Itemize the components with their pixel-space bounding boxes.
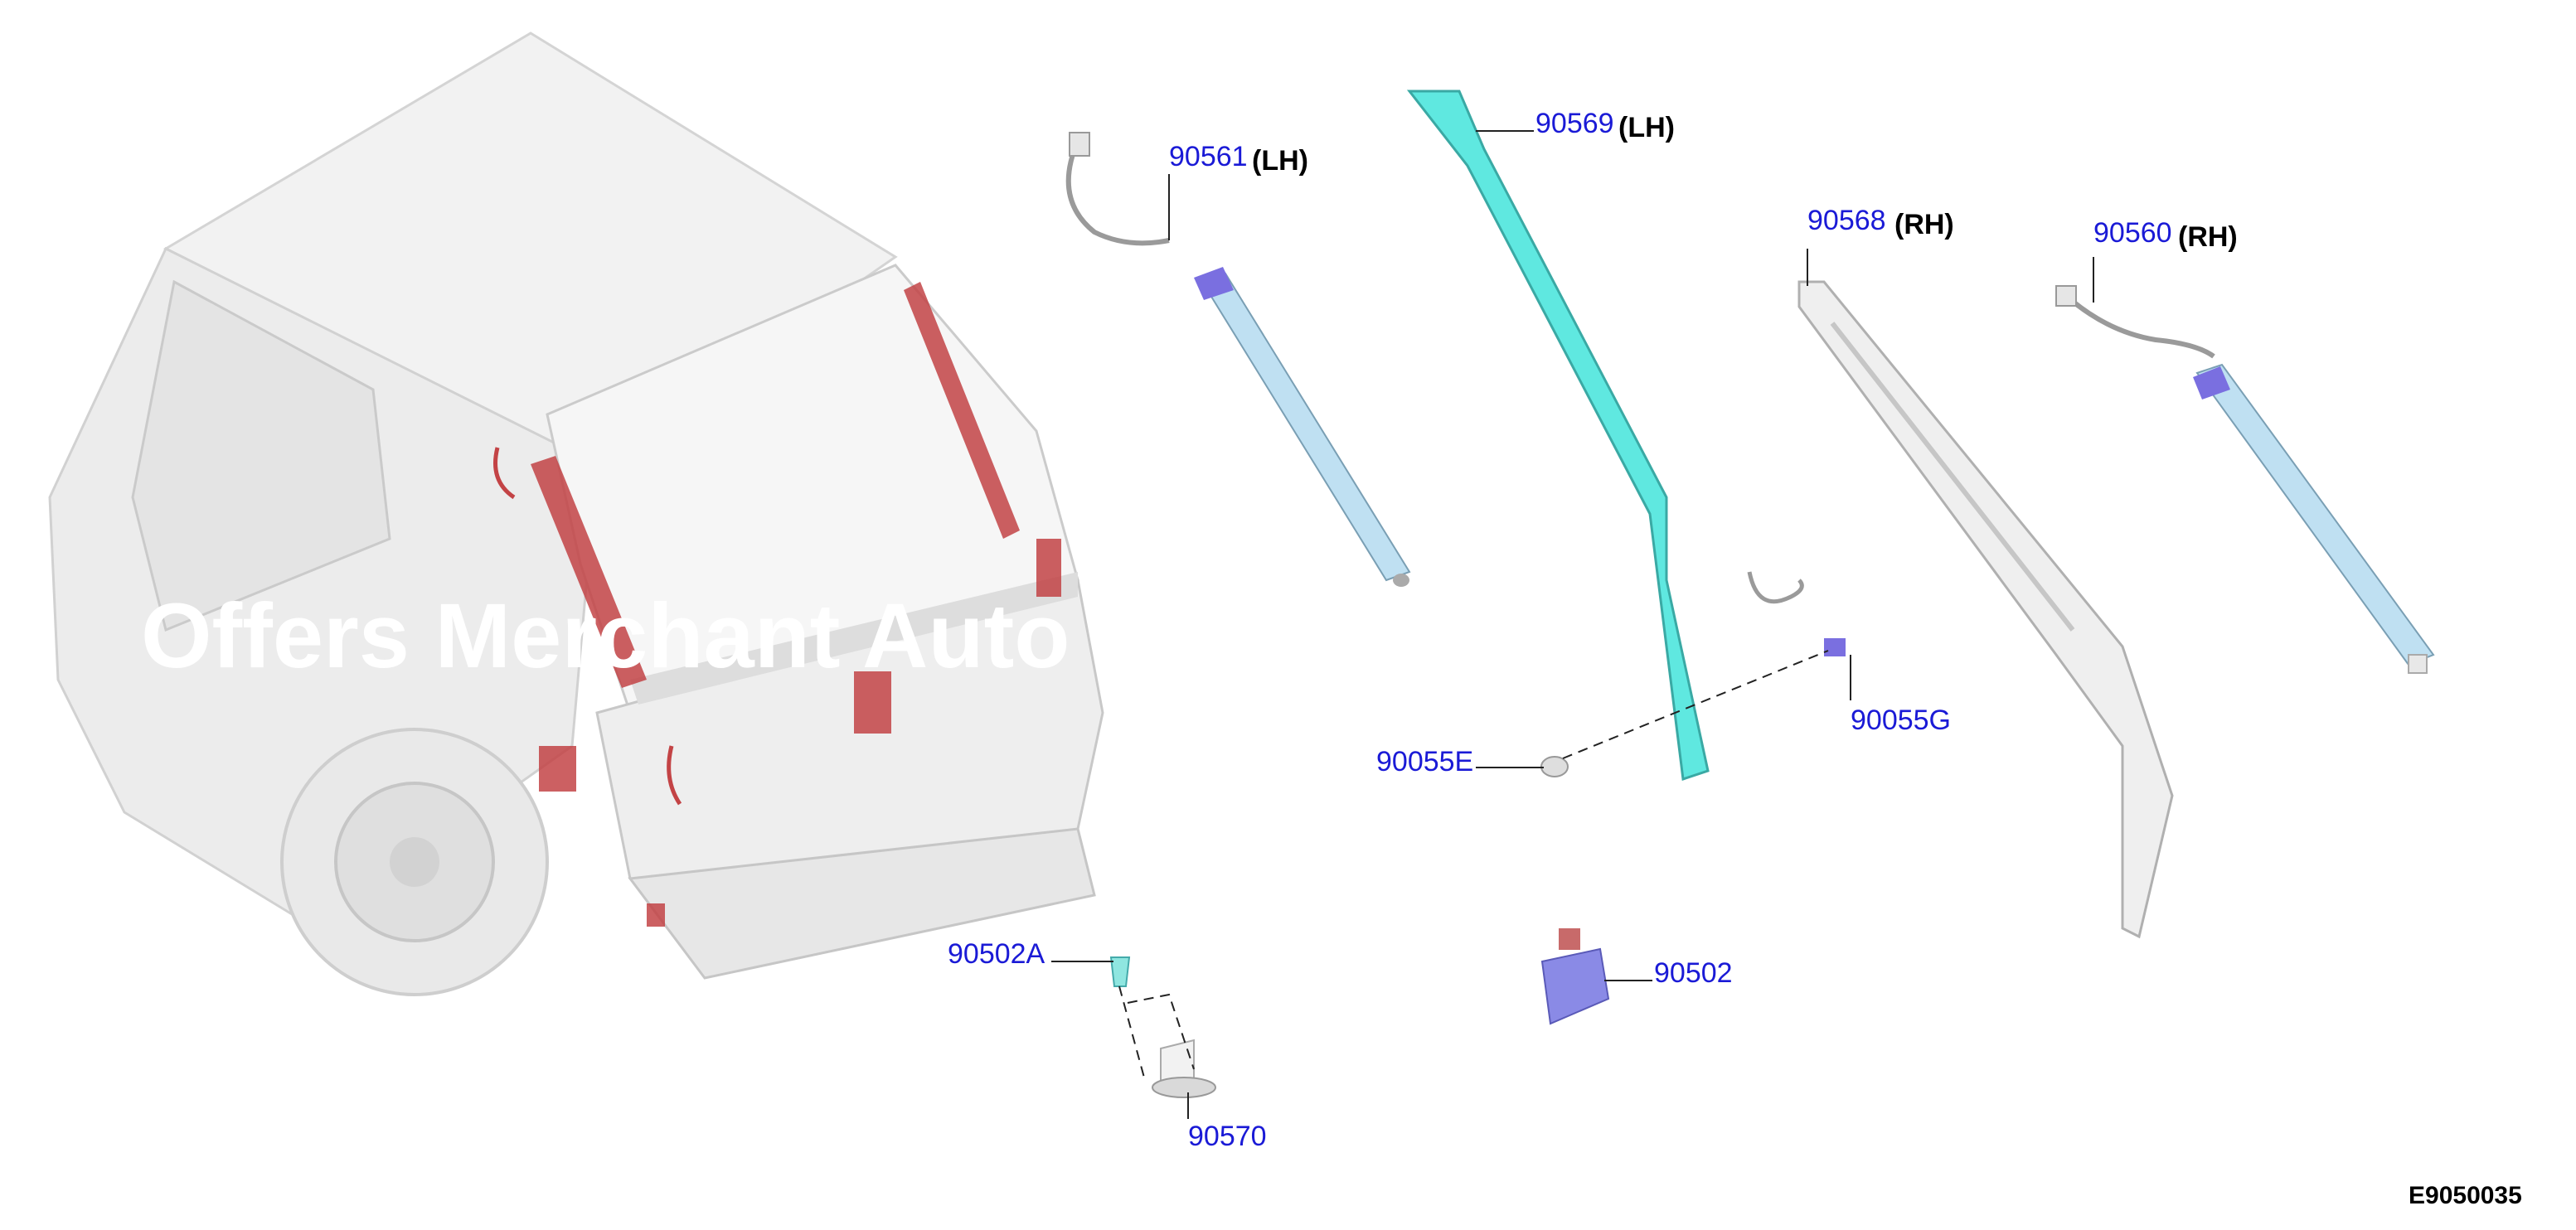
callout-90570: 90570 (1188, 1121, 1267, 1152)
callout-id: 90502A (948, 938, 1045, 970)
strut-lh-part (1065, 132, 1411, 587)
callout-90502A: 90502A (948, 938, 1045, 970)
push-pin-part (1109, 956, 1131, 987)
callout-90502: 90502 (1654, 957, 1733, 989)
screw-part (1540, 756, 1569, 777)
callout-90568: 90568 (RH) (1807, 205, 1954, 240)
bumper-bracket-part (1152, 1039, 1216, 1098)
control-module-part (1540, 928, 1610, 1025)
callout-id: 90561 (1169, 141, 1248, 172)
callout-id: 90570 (1188, 1121, 1267, 1152)
callout-90055E: 90055E (1376, 746, 1473, 777)
callout-side: (LH) (1618, 112, 1675, 143)
callout-id: 90502 (1654, 957, 1733, 989)
callout-90560: 90560 (RH) (2093, 217, 2238, 253)
callout-id: 90569 (1535, 108, 1614, 139)
callout-90055G: 90055G (1851, 705, 1951, 736)
callout-id: 90568 (1807, 205, 1886, 236)
callout-id: 90560 (2093, 217, 2172, 249)
strut-rh-part (2055, 285, 2435, 674)
wire-connector-part (1747, 571, 1846, 656)
callout-id: 90055G (1851, 705, 1951, 736)
callout-90569: 90569 (LH) (1535, 108, 1675, 143)
callout-id: 90055E (1376, 746, 1473, 777)
trim-panel-lh-part (1406, 90, 1710, 782)
callout-90561: 90561 (LH) (1169, 141, 1308, 177)
figure-code: E9050035 (2409, 1182, 2522, 1209)
watermark-text: Offers Merchant Auto (141, 585, 1070, 687)
vehicle-illustration (48, 31, 1104, 996)
leader-lines (1051, 130, 2094, 1119)
callout-side: (LH) (1252, 145, 1308, 177)
callout-side: (RH) (1894, 209, 1954, 240)
callout-side: (RH) (2178, 221, 2238, 253)
bracket-rh-part (1797, 280, 2174, 939)
